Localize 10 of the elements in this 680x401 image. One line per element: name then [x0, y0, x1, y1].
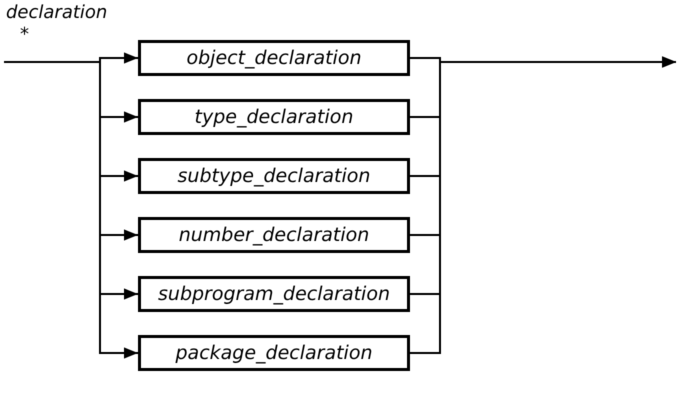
arrow	[4, 61, 138, 359]
diagram-title: declaration	[6, 2, 108, 23]
syntax-box: type_declaration	[138, 99, 410, 135]
syntax-box: subprogram_declaration	[138, 276, 410, 312]
syntax-box: object_declaration	[138, 40, 410, 76]
repetition-mark: *	[20, 24, 29, 45]
syntax-box: subtype_declaration	[138, 158, 410, 194]
arrow	[410, 56, 676, 354]
syntax-box: number_declaration	[138, 217, 410, 253]
syntax-box: package_declaration	[138, 335, 410, 371]
